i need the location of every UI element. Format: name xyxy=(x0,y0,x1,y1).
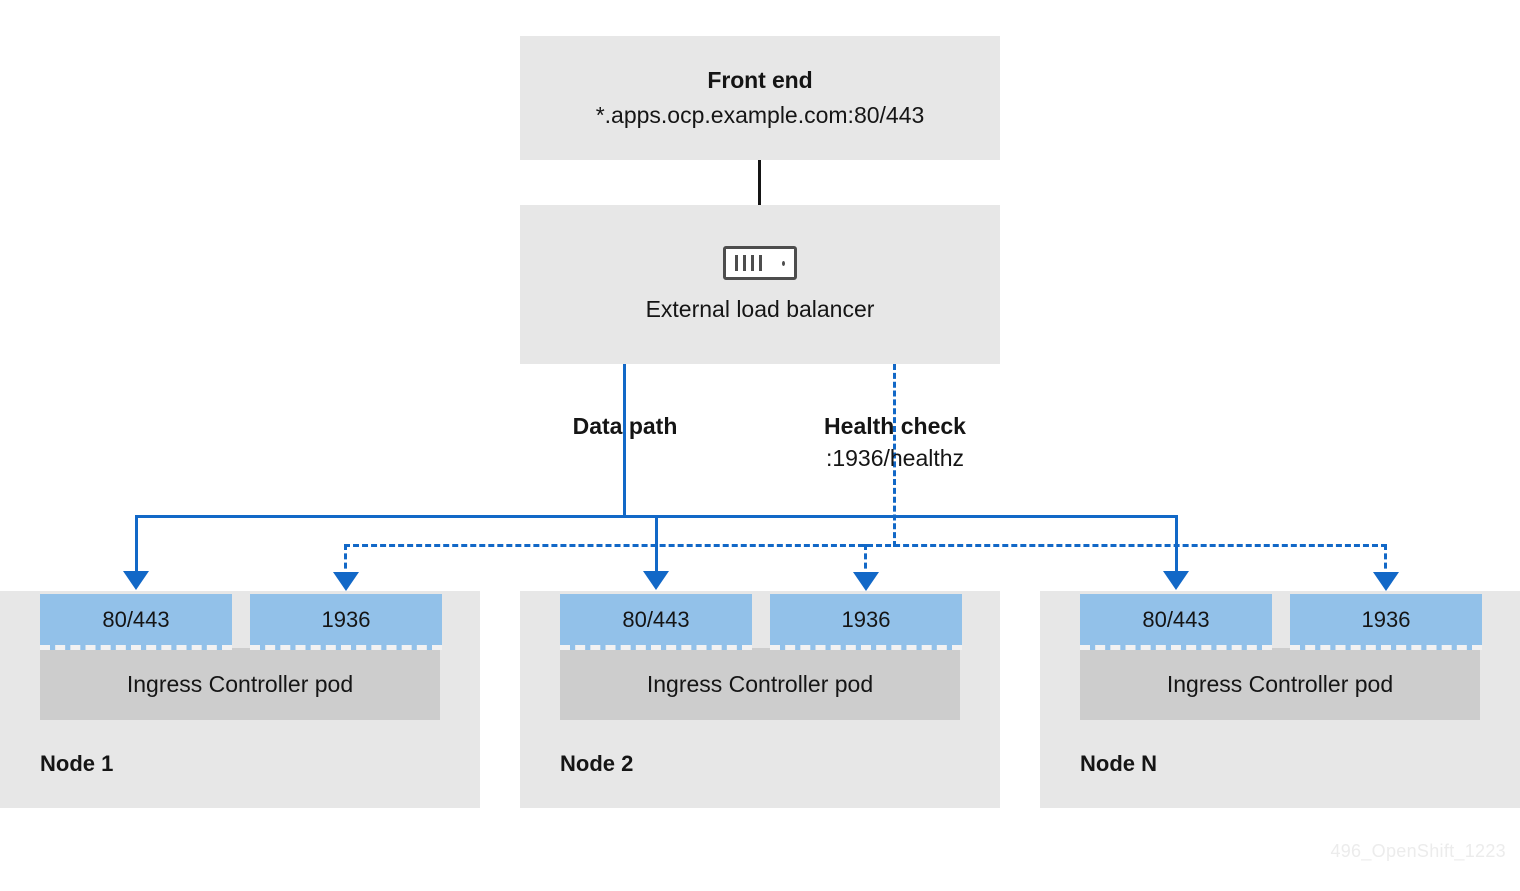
data-path-label-text: Data path xyxy=(572,413,678,439)
ingress-controller-pod-2: Ingress Controller pod xyxy=(560,648,960,720)
node-name-1: Node 1 xyxy=(40,751,114,776)
node-card-n: Ingress Controller pod 80/443 1936 Node … xyxy=(1040,591,1520,808)
server-rack-bars xyxy=(735,255,762,271)
port-box-health-node-1: 1936 xyxy=(250,594,442,650)
health-check-vertical-line xyxy=(893,364,896,547)
port-label-data-node-n: 80/443 xyxy=(1142,607,1210,632)
server-rack-dot xyxy=(782,260,785,266)
ingress-controller-pod-label-1: Ingress Controller pod xyxy=(126,670,354,697)
data-path-arrow-node-1 xyxy=(123,571,149,590)
ingress-controller-pod-label-2: Ingress Controller pod xyxy=(646,670,874,697)
health-check-drop-node-1 xyxy=(344,544,347,578)
data-path-arrow-node-n xyxy=(1163,571,1189,590)
data-path-drop-node-1 xyxy=(135,515,138,577)
port-box-health-node-2: 1936 xyxy=(770,594,962,650)
ingress-controller-pod-n: Ingress Controller pod xyxy=(1080,648,1480,720)
port-box-data-node-2: 80/443 xyxy=(560,594,752,650)
health-check-port-text: :1936/healthz xyxy=(825,444,965,471)
front-end-title: Front end xyxy=(707,67,813,94)
health-check-arrow-node-n xyxy=(1373,572,1399,591)
data-path-arrow-node-2 xyxy=(643,571,669,590)
health-check-label: Health check :1936/healthz xyxy=(775,411,1015,474)
external-load-balancer-label: External load balancer xyxy=(645,296,875,322)
frontend-to-loadbalancer-connector xyxy=(758,160,761,205)
port-label-health-node-2: 1936 xyxy=(841,607,891,632)
port-box-health-node-n: 1936 xyxy=(1290,594,1482,650)
external-load-balancer-box: External load balancer xyxy=(520,205,1000,364)
port-box-data-node-n: 80/443 xyxy=(1080,594,1272,650)
port-label-data-node-1: 80/443 xyxy=(102,607,170,632)
health-check-label-text: Health check xyxy=(824,413,966,439)
port-label-health-node-1: 1936 xyxy=(321,607,371,632)
front-end-box: Front end *.apps.ocp.example.com:80/443 xyxy=(520,36,1000,160)
server-rack-icon xyxy=(723,246,797,280)
health-check-drop-node-2 xyxy=(864,544,867,578)
watermark: 496_OpenShift_1223 xyxy=(1330,841,1506,861)
data-path-vertical-line xyxy=(623,364,626,518)
health-check-arrow-node-1 xyxy=(333,572,359,591)
health-check-drop-node-n xyxy=(1384,544,1387,578)
health-check-arrow-node-2 xyxy=(853,572,879,591)
node-card-1: Ingress Controller pod 80/443 1936 Node … xyxy=(0,591,480,808)
ingress-controller-pod-1: Ingress Controller pod xyxy=(40,648,440,720)
node-card-2: Ingress Controller pod 80/443 1936 Node … xyxy=(520,591,1000,808)
node-name-n: Node N xyxy=(1080,751,1157,776)
ingress-controller-pod-label-n: Ingress Controller pod xyxy=(1166,670,1394,697)
port-box-data-node-1: 80/443 xyxy=(40,594,232,650)
port-label-health-node-n: 1936 xyxy=(1361,607,1411,632)
front-end-address: *.apps.ocp.example.com:80/443 xyxy=(595,102,925,128)
port-label-data-node-2: 80/443 xyxy=(622,607,690,632)
data-path-label: Data path xyxy=(505,411,745,443)
node-name-2: Node 2 xyxy=(560,751,634,776)
